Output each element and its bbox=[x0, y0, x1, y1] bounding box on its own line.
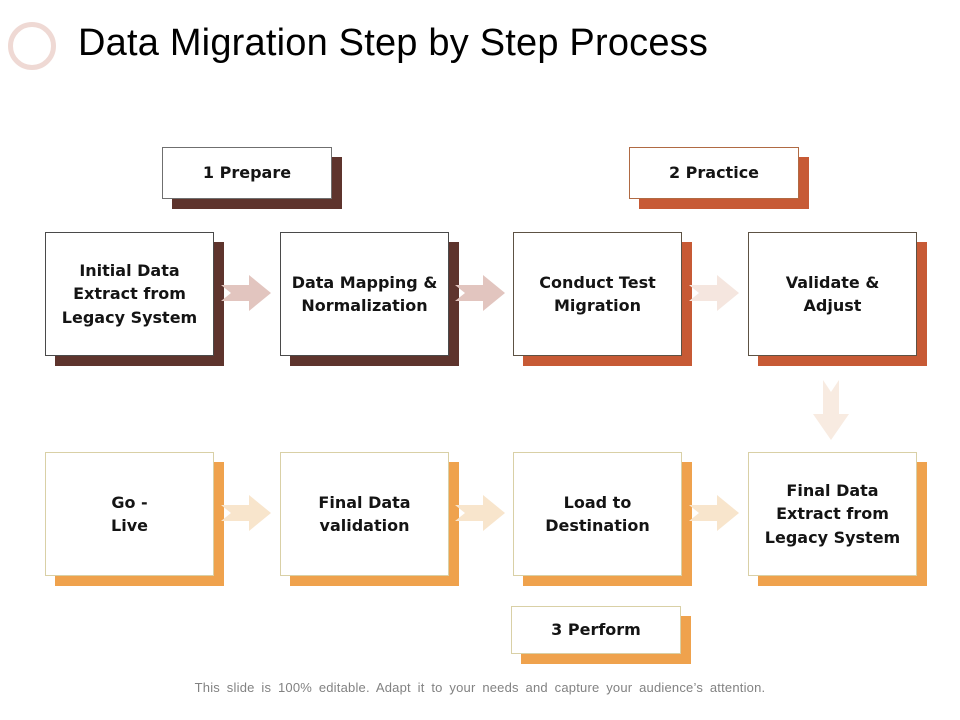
node-data-mapping-normalization: Data Mapping & Normalization bbox=[280, 232, 449, 356]
right-arrow-icon bbox=[689, 275, 739, 311]
stage-label-perform: 3 Perform bbox=[511, 606, 681, 654]
right-arrow-icon bbox=[221, 275, 271, 311]
node-go-live: Go - Live bbox=[45, 452, 214, 576]
node-load-to-destination: Load to Destination bbox=[513, 452, 682, 576]
node-final-data-validation: Final Data validation bbox=[280, 452, 449, 576]
footer-note: This slide is 100% editable. Adapt it to… bbox=[194, 680, 766, 695]
page-title: Data Migration Step by Step Process bbox=[78, 22, 709, 64]
down-arrow-icon bbox=[813, 380, 849, 440]
right-arrow-icon bbox=[221, 495, 271, 531]
node-conduct-test-migration: Conduct Test Migration bbox=[513, 232, 682, 356]
stage-label-prepare: 1 Prepare bbox=[162, 147, 332, 199]
ring-icon bbox=[8, 22, 56, 70]
node-initial-data-extract: Initial Data Extract from Legacy System bbox=[45, 232, 214, 356]
right-arrow-icon bbox=[689, 495, 739, 531]
right-arrow-icon bbox=[455, 275, 505, 311]
right-arrow-icon bbox=[455, 495, 505, 531]
node-validate-adjust: Validate & Adjust bbox=[748, 232, 917, 356]
node-final-data-extract: Final Data Extract from Legacy System bbox=[748, 452, 917, 576]
stage-label-practice: 2 Practice bbox=[629, 147, 799, 199]
